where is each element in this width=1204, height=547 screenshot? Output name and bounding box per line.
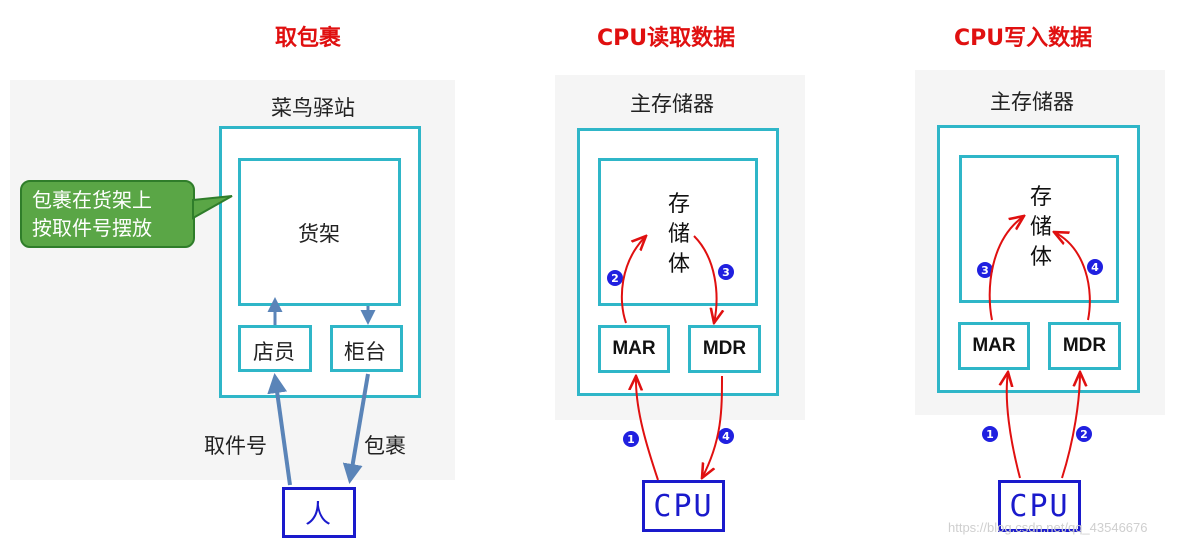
pickup-number-label: 取件号 <box>204 434 267 458</box>
right-cpu-to-mar-arrow <box>1007 372 1021 479</box>
right-step-badge-2: 2 <box>1076 426 1092 442</box>
middle-mar-label: MAR <box>612 338 656 359</box>
watermark: https://blog.csdn.net/qq_43546676 <box>948 520 1148 535</box>
middle-memory-label: 主存储器 <box>630 92 714 116</box>
right-mdr-to-storage-arrow <box>1054 232 1091 321</box>
middle-mdr-box: MDR <box>688 325 761 373</box>
middle-storage-to-mdr-arrow <box>693 235 717 323</box>
counter-to-person-arrow <box>342 373 370 484</box>
bubble-line-2: 按取件号摆放 <box>32 216 152 240</box>
right-cpu-box: CPU <box>998 480 1081 532</box>
right-mdr-label: MDR <box>1062 335 1107 356</box>
package-label: 包裹 <box>364 434 406 458</box>
right-storage-label: 存储体 <box>1029 185 1052 270</box>
left-panel-title: 取包裹 <box>275 26 342 51</box>
clerk-label: 店员 <box>253 340 295 364</box>
person-to-clerk-arrow <box>267 373 292 486</box>
middle-step-badge-3: 3 <box>718 264 734 280</box>
middle-mdr-to-cpu-arrow <box>702 375 723 478</box>
middle-storage-box <box>598 158 758 306</box>
right-step-badge-3: 3 <box>977 262 993 278</box>
right-mar-box: MAR <box>958 322 1030 370</box>
middle-step-badge-1: 1 <box>623 431 639 447</box>
bubble-line-1: 包裹在货架上 <box>32 188 152 212</box>
person-box: 人 <box>282 487 356 538</box>
middle-step-badge-4: 4 <box>718 428 734 444</box>
right-cpu-to-mdr-arrow <box>1061 372 1080 479</box>
shelf-note-bubble: 包裹在货架上 按取件号摆放 <box>20 180 195 248</box>
middle-cpu-label: CPU <box>653 488 714 524</box>
counter-box <box>330 325 403 372</box>
right-cpu-label: CPU <box>1009 488 1070 524</box>
counter-label: 柜台 <box>344 340 386 364</box>
right-panel-title: CPU写入数据 <box>954 26 1093 51</box>
station-label: 菜鸟驿站 <box>271 96 355 120</box>
shelf-label: 货架 <box>298 222 340 246</box>
middle-panel-title: CPU读取数据 <box>597 26 736 51</box>
middle-step-badge-2: 2 <box>607 270 623 286</box>
middle-cpu-to-mar-arrow <box>636 376 659 481</box>
right-storage-box <box>959 155 1119 303</box>
person-label: 人 <box>304 500 333 530</box>
right-step-badge-1: 1 <box>982 426 998 442</box>
right-mar-to-storage-arrow <box>988 216 1024 321</box>
middle-mar-to-storage-arrow <box>620 236 646 324</box>
right-step-badge-4: 4 <box>1087 259 1103 275</box>
right-mdr-box: MDR <box>1048 322 1121 370</box>
shelf-box <box>238 158 401 306</box>
middle-storage-label: 存储体 <box>667 192 690 277</box>
middle-mdr-label: MDR <box>702 338 747 359</box>
right-memory-label: 主存储器 <box>990 90 1074 114</box>
bubble-pointer <box>192 195 233 220</box>
right-mar-label: MAR <box>972 335 1016 356</box>
middle-cpu-box: CPU <box>642 480 725 532</box>
clerk-box <box>238 325 312 372</box>
middle-mar-box: MAR <box>598 325 670 373</box>
